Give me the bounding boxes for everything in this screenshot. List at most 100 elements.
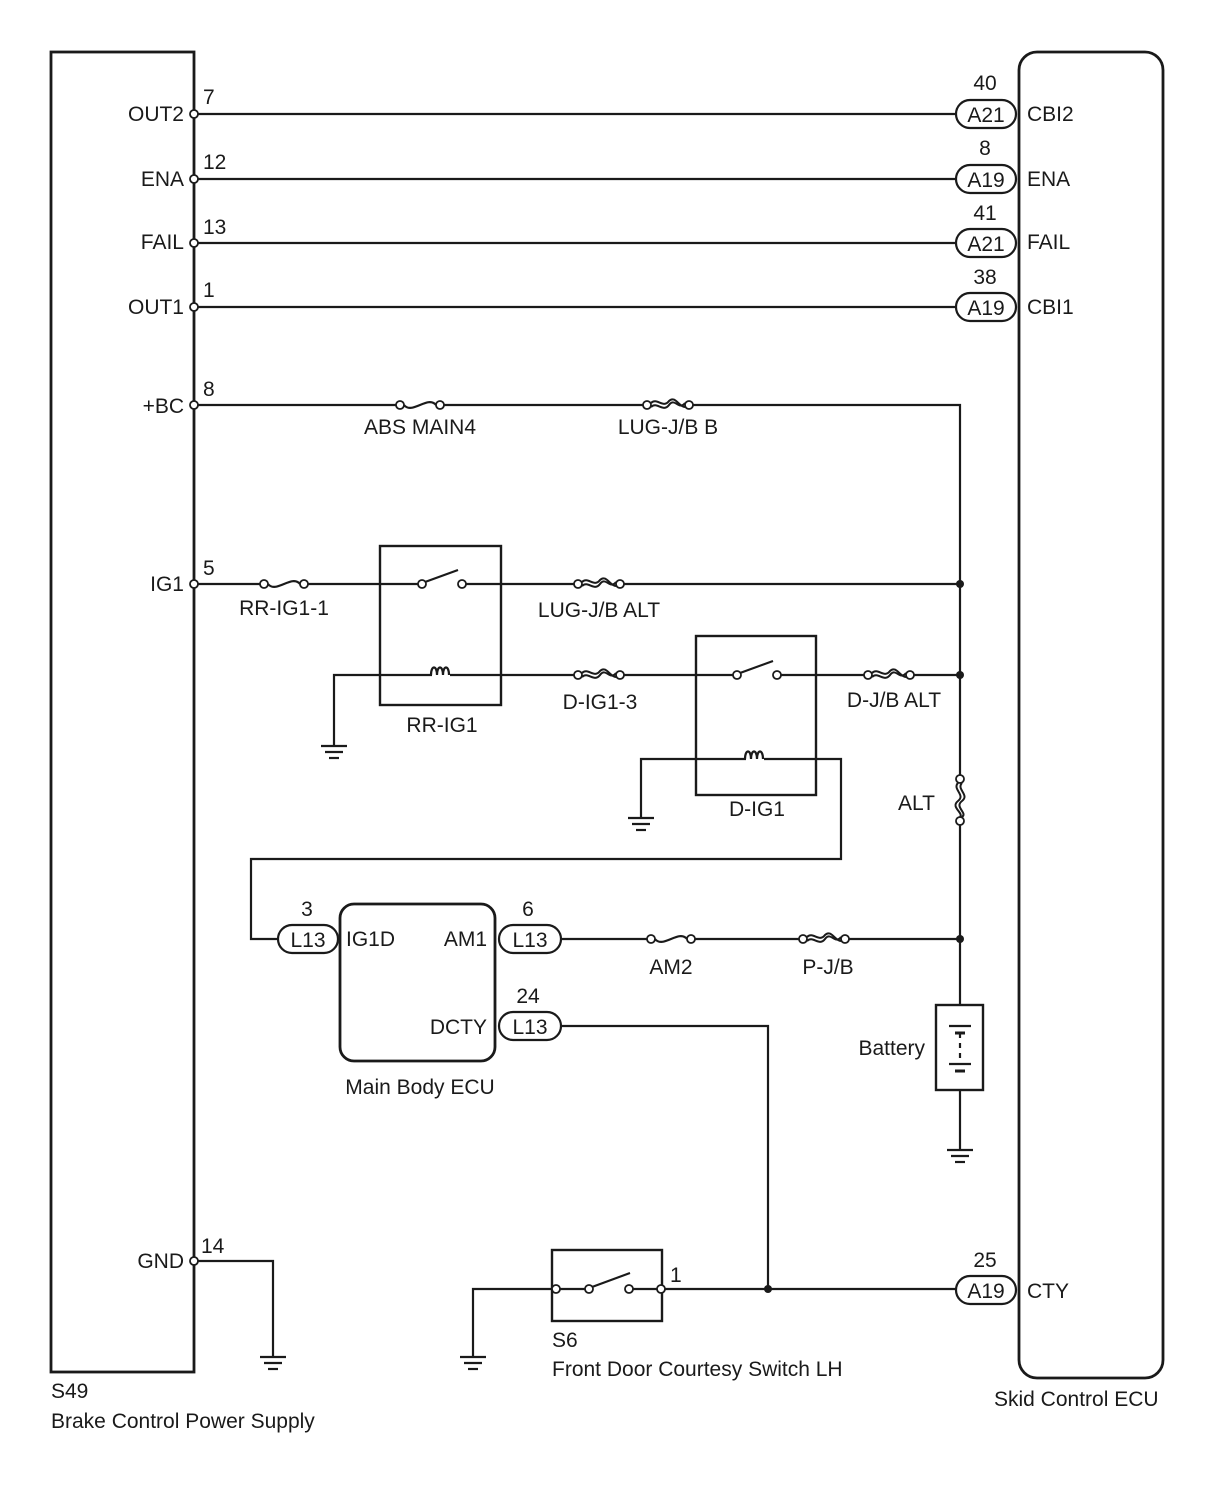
- left-pin-gnd-number: 14: [201, 1235, 225, 1258]
- main-body-pin-dcty-number: 24: [516, 985, 540, 1008]
- battery-label: Battery: [858, 1037, 925, 1060]
- fuse-rr-ig1-1-label: RR-IG1-1: [239, 597, 329, 620]
- left-pin-ig1-number: 5: [203, 557, 215, 580]
- main-body-pin-ig1d-number: 3: [301, 898, 313, 921]
- connector-l13-dcty: [497, 1010, 563, 1042]
- left-pin-gnd-label: GND: [137, 1250, 184, 1273]
- left-pin-bc-number: 8: [203, 378, 215, 401]
- ground-icon: [319, 744, 349, 760]
- fuse-am2-label: AM2: [649, 956, 692, 979]
- wire-d-ig1-coil-ground: [639, 757, 746, 818]
- terminal: [189, 1256, 199, 1266]
- connector-a21-fail-label: A21: [967, 233, 1004, 256]
- skid-control-ecu-box: [1017, 50, 1165, 1380]
- fuse-rr-ig1-1: [258, 578, 310, 590]
- left-pin-fail-label: FAIL: [141, 231, 184, 254]
- fusible-link-alt: [954, 774, 966, 826]
- left-pin-ena-number: 12: [203, 151, 226, 174]
- left-pin-bc-label: +BC: [143, 395, 184, 418]
- connector-a19-ena-label: A19: [967, 169, 1004, 192]
- terminal: [189, 400, 199, 410]
- relay-rr-ig1-coil: [429, 666, 451, 677]
- fuse-abs-main4-label: ABS MAIN4: [364, 416, 476, 439]
- relay-rr-ig1-box: [378, 544, 503, 707]
- right-pin-cty-label: CTY: [1027, 1280, 1069, 1303]
- fusible-link-alt-label: ALT: [898, 792, 935, 815]
- left-pin-out1-label: OUT1: [128, 296, 184, 319]
- door-switch-contacts: [551, 1271, 666, 1294]
- skid-control-ecu-label: Skid Control ECU: [994, 1388, 1159, 1411]
- relay-d-ig1-coil: [743, 750, 765, 761]
- wire-rr-ig1-coil: [332, 673, 432, 746]
- connector-l13-dcty-label: L13: [512, 1016, 547, 1039]
- fusible-link-d-jb-alt: [863, 668, 915, 680]
- fusible-link-lug-jb-b: [642, 398, 694, 410]
- left-pin-ena-label: ENA: [141, 168, 184, 191]
- terminal: [189, 109, 199, 119]
- wire-d-ig1-to-ig1d: [249, 757, 843, 941]
- wire-switch-ground: [471, 1287, 552, 1357]
- fuse-abs-main4: [394, 399, 446, 411]
- left-pin-out2-number: 7: [203, 86, 215, 109]
- connector-a21-cbi2-label: A21: [967, 104, 1004, 127]
- fusible-link-d-ig1-3: [573, 668, 625, 680]
- main-body-pin-dcty-label: DCTY: [430, 1016, 487, 1039]
- right-pin-fail-number: 41: [973, 202, 996, 225]
- connector-l13-am1-label: L13: [512, 929, 547, 952]
- relay-d-ig1-label: D-IG1: [729, 798, 785, 821]
- door-switch-pin-number: 1: [670, 1264, 682, 1287]
- main-body-ecu-box: [338, 902, 497, 1063]
- connector-l13-am1: [497, 923, 563, 955]
- junction-dot: [764, 1285, 772, 1293]
- ground-icon: [626, 816, 656, 832]
- connector-l13-ig1d-label: L13: [290, 929, 325, 952]
- fusible-link-lug-jb-alt-label: LUG-J/B ALT: [538, 599, 660, 622]
- ground-icon: [258, 1355, 288, 1371]
- wire-bc: [689, 403, 962, 777]
- connector-a19-cbi1-label: A19: [967, 297, 1004, 320]
- relay-d-ig1-box: [694, 634, 818, 797]
- main-body-ecu-label: Main Body ECU: [345, 1076, 494, 1099]
- wire-gnd: [198, 1259, 275, 1357]
- connector-a19-cty-label: A19: [967, 1280, 1004, 1303]
- relay-d-ig1-switch: [732, 659, 782, 680]
- s49-code: S49: [51, 1380, 88, 1403]
- relay-rr-ig1-label: RR-IG1: [406, 714, 477, 737]
- left-pin-ig1-label: IG1: [150, 573, 184, 596]
- connector-l13-ig1d: [276, 923, 340, 955]
- terminal: [189, 302, 199, 312]
- left-pin-out2-label: OUT2: [128, 103, 184, 126]
- fusible-link-d-ig1-3-label: D-IG1-3: [563, 691, 638, 714]
- right-pin-cbi1-number: 38: [973, 266, 996, 289]
- main-body-pin-am1-label: AM1: [444, 928, 487, 951]
- right-pin-cbi2-number: 40: [973, 72, 996, 95]
- fuse-am2: [645, 933, 697, 945]
- main-body-pin-ig1d-label: IG1D: [346, 928, 395, 951]
- fusible-link-p-jb: [798, 932, 850, 944]
- battery-box: [934, 1003, 985, 1092]
- right-pin-fail-label: FAIL: [1027, 231, 1070, 254]
- junction-dot: [956, 671, 964, 679]
- terminal: [189, 174, 199, 184]
- relay-rr-ig1-switch: [417, 568, 467, 589]
- door-switch-label: Front Door Courtesy Switch LH: [552, 1358, 843, 1381]
- right-pin-ena-label: ENA: [1027, 168, 1070, 191]
- fusible-link-p-jb-label: P-J/B: [802, 956, 853, 979]
- main-body-pin-am1-number: 6: [522, 898, 534, 921]
- wire-dcty: [561, 1024, 770, 1289]
- fusible-link-d-jb-alt-label: D-J/B ALT: [847, 689, 941, 712]
- ground-icon: [458, 1355, 488, 1371]
- terminal: [189, 238, 199, 248]
- brake-control-power-supply-box: [49, 50, 196, 1374]
- left-pin-fail-number: 13: [203, 216, 226, 239]
- brake-control-power-supply-label: Brake Control Power Supply: [51, 1410, 315, 1433]
- fusible-link-lug-jb-alt: [573, 577, 625, 589]
- terminal: [189, 579, 199, 589]
- door-switch-box: [550, 1248, 664, 1323]
- door-switch-code: S6: [552, 1329, 578, 1352]
- right-pin-cty-number: 25: [973, 1249, 996, 1272]
- fusible-link-lug-jb-b-label: LUG-J/B B: [618, 416, 718, 439]
- right-pin-cbi2-label: CBI2: [1027, 103, 1074, 126]
- battery-icon: [949, 1024, 971, 1073]
